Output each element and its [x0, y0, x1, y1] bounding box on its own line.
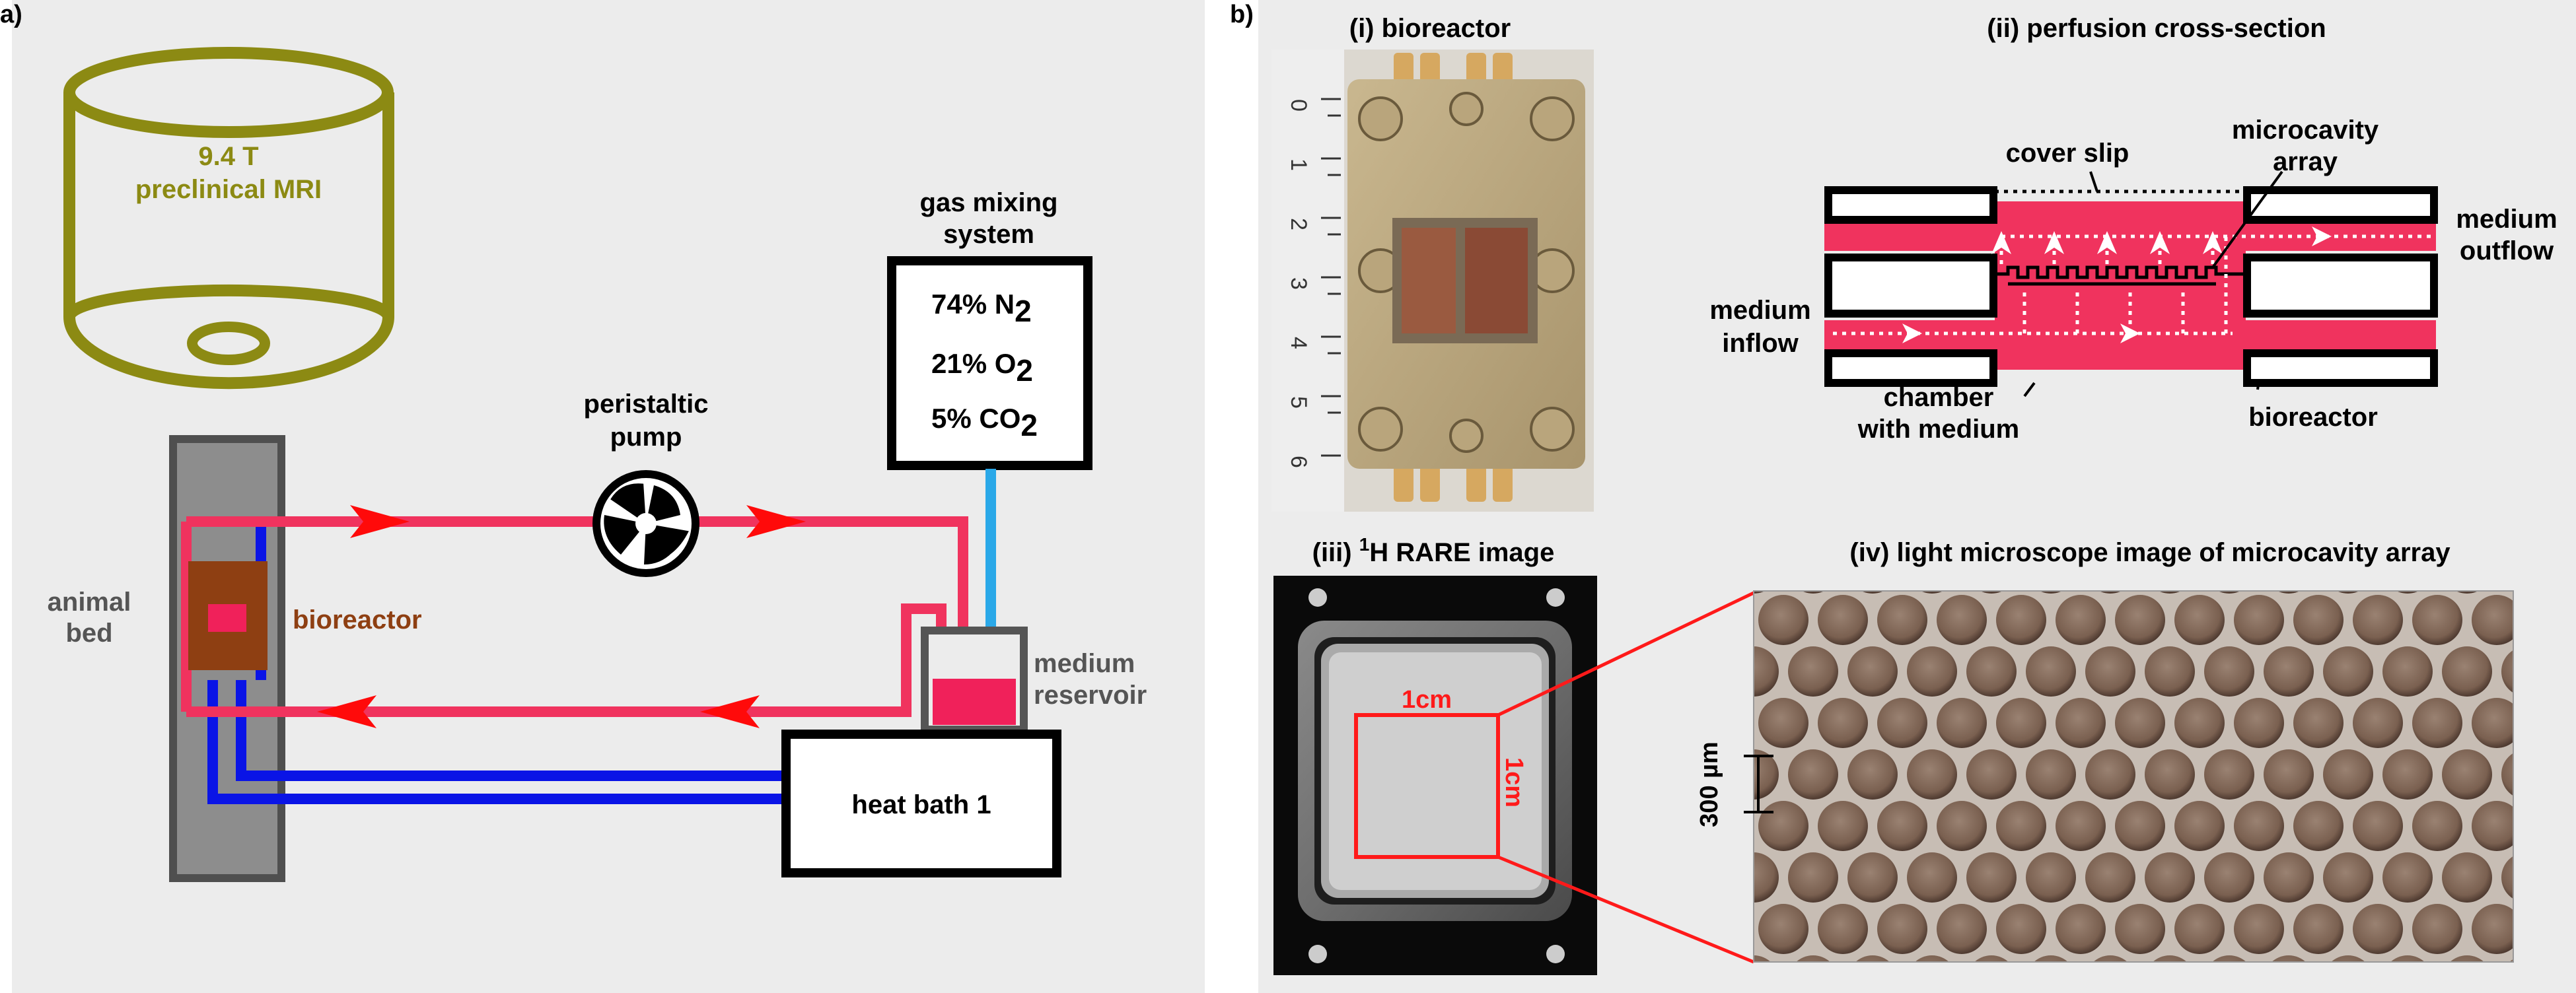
- ruler: [1271, 50, 1344, 512]
- outflow-label-2: outflow: [2460, 236, 2554, 265]
- chamber-label: chamber: [1884, 383, 1994, 412]
- svg-text:6: 6: [1286, 456, 1311, 468]
- svg-text:2: 2: [1286, 218, 1311, 230]
- title-iii: (iii) 1H RARE image: [1312, 534, 1555, 567]
- bioreactor-walls: [1824, 186, 2438, 387]
- animal-bed-label: animal: [48, 588, 131, 617]
- roi-box: [1354, 713, 1500, 859]
- reservoir-label-2: reservoir: [1034, 681, 1147, 710]
- gas-system-title-2: system: [943, 220, 1034, 249]
- bioreactor-label: bioreactor: [293, 605, 422, 634]
- bioreactor-photo: 0 1 2 3 4 5 6: [1271, 50, 1594, 512]
- reservoir-label: medium: [1034, 649, 1135, 678]
- flow-arrow-icon: [350, 505, 410, 538]
- inflow-label: medium: [1709, 296, 1810, 325]
- animal-bed-label-2: bed: [65, 619, 112, 648]
- mri-scanner: 9.4 T preclinical MRI: [63, 47, 394, 390]
- gas-n2: 74% N2: [931, 289, 1032, 328]
- ruler-ticks: [1321, 98, 1341, 457]
- bioreactor-section-label: bioreactor: [2248, 403, 2378, 432]
- panel-b: b) (i) bioreactor 0 1 2 3 4 5 6: [1230, 0, 2576, 993]
- title-i: (i) bioreactor: [1349, 14, 1511, 43]
- scale-horizontal: 1cm: [1402, 686, 1452, 714]
- title-iv: (iv) light microscope image of microcavi…: [1849, 538, 2451, 567]
- mri-bore: [187, 322, 270, 365]
- svg-text:3: 3: [1286, 277, 1311, 290]
- panel-b-tag: b): [1230, 1, 1254, 28]
- microcavity-array: [1995, 265, 2246, 279]
- pump-impeller-icon: [592, 470, 699, 577]
- chamber-label-2: with medium: [1857, 415, 2019, 444]
- perfusion-diagram: [1824, 170, 2438, 397]
- micro-scale-bar: [1744, 755, 1773, 813]
- medium-reservoir: [933, 679, 1016, 725]
- flow-arrow-icon: [317, 695, 376, 728]
- pump-label: peristaltic: [584, 390, 709, 419]
- mri-name-label: preclinical MRI: [135, 175, 322, 204]
- svg-text:1: 1: [1286, 158, 1311, 171]
- flow-arrow-icon: [700, 695, 760, 728]
- flow-arrow-icon: [746, 505, 806, 538]
- panel-a: a) 9.4 T preclinical MRI animal bed: [0, 0, 1205, 993]
- inflow-label-2: inflow: [1722, 329, 1799, 358]
- microscope-image: [1754, 591, 2513, 962]
- scale-micro: 300 µm: [1696, 741, 1723, 827]
- flow-paths: [1833, 234, 2431, 335]
- gas-o2: 21% O2: [931, 348, 1033, 388]
- panel-a-tag: a): [0, 1, 22, 28]
- gas-mixing-box: [887, 256, 1092, 470]
- microcavity-label-2: array: [2273, 147, 2338, 176]
- heat-bath-label: heat bath 1: [851, 790, 991, 819]
- flow-arrowheads: [1902, 226, 2332, 343]
- svg-text:5: 5: [1286, 396, 1311, 409]
- pump-label-2: pump: [610, 423, 682, 452]
- gas-system-title: gas mixing: [920, 188, 1058, 217]
- zoom-line-top: [1497, 591, 1755, 717]
- cover-slip-label: cover slip: [2006, 139, 2129, 168]
- ruler-numbers: 0 1 2 3 4 5 6: [1286, 99, 1311, 468]
- svg-text:0: 0: [1286, 99, 1311, 112]
- title-ii: (ii) perfusion cross-section: [1987, 14, 2326, 43]
- bioreactor-core: [208, 604, 246, 632]
- mri-field-label: 9.4 T: [198, 142, 258, 171]
- mri-image: [1273, 576, 1597, 975]
- screws: [1358, 92, 1575, 453]
- microcavity-label: microcavity: [2232, 116, 2379, 145]
- zoom-line-bottom: [1497, 855, 1754, 964]
- svg-text:4: 4: [1286, 337, 1311, 349]
- scale-vertical: 1cm: [1500, 757, 1528, 807]
- outflow-label: medium: [2456, 205, 2557, 234]
- gas-co2: 5% CO2: [931, 403, 1038, 442]
- heat-bath-box: [781, 730, 1061, 877]
